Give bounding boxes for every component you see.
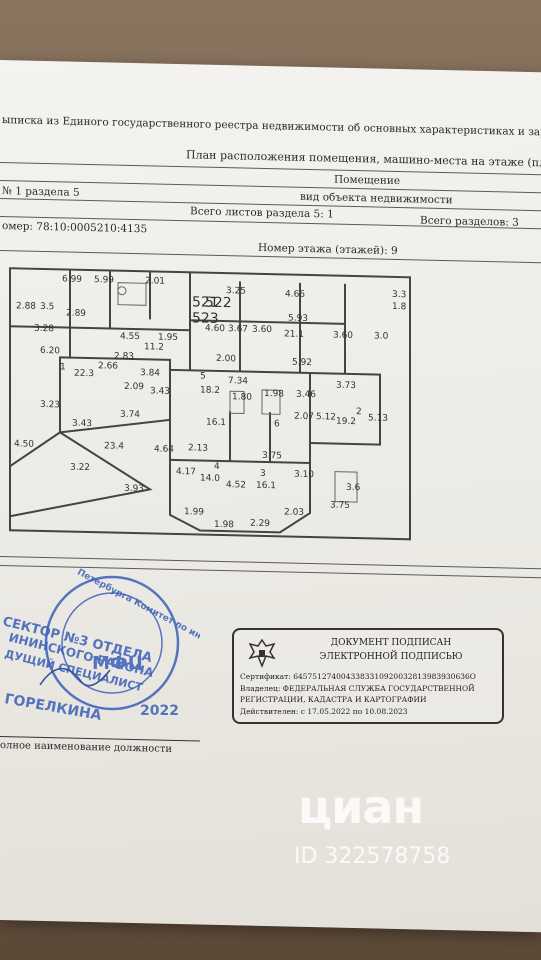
dim-1-98: 1.98	[264, 389, 284, 399]
dim-4-52: 4.52	[226, 480, 246, 490]
dim-18-2: 18.2	[200, 386, 220, 396]
document-sheet: ыписка из Единого государственного реест…	[0, 60, 541, 933]
dim-14-0: 14.0	[200, 474, 220, 484]
dim-22-3: 22.3	[74, 369, 94, 379]
stamp-center: МФЦ	[92, 653, 144, 674]
dim-6-20: 6.20	[40, 346, 60, 356]
dim-3-5: 3.5	[40, 302, 54, 312]
dim-3-60b: 3.60	[333, 331, 353, 341]
dim-3-10: 3.10	[294, 470, 314, 480]
dim-4-60: 4.60	[205, 324, 225, 334]
dim-4-17: 4.17	[176, 467, 196, 477]
esign-owner-1: Владелец: ФЕДЕРАЛЬНАЯ СЛУЖБА ГОСУДАРСТВЕ…	[240, 684, 475, 693]
dim-11-2: 11.2	[144, 342, 164, 352]
dim-3-23: 3.23	[40, 400, 60, 410]
dim-3-74: 3.74	[120, 410, 140, 420]
esign-certificate: Сертификат: 6457512740043383310920032813…	[240, 672, 476, 681]
room-5: 5	[200, 372, 206, 382]
esign-title-2: ЭЛЕКТРОННОЙ ПОДПИСЬЮ	[319, 652, 463, 662]
dim-6: 6	[274, 419, 280, 429]
dim-3-43b: 3.43	[72, 419, 92, 429]
listing-id: ID 322578758	[294, 844, 451, 869]
floor-number: Номер этажа (этажей): 9	[258, 241, 398, 258]
dim-3-3: 3.3	[392, 290, 406, 300]
dim-3-28: 3.28	[34, 324, 54, 334]
dim-2-66: 2.66	[98, 361, 118, 371]
dim-5-93: 5.93	[288, 314, 308, 324]
room-4: 4	[214, 462, 220, 472]
total-sheets: Всего листов раздела 5: 1	[190, 205, 334, 221]
esign-valid: Действителен: с 17.05.2022 по 10.08.2023	[240, 707, 408, 716]
dim-3-22: 3.22	[70, 463, 90, 473]
esign-title-1: ДОКУМЕНТ ПОДПИСАН	[330, 638, 452, 648]
dim-3-84: 3.84	[140, 368, 160, 378]
dim-5-99: 5.99	[94, 275, 114, 285]
room-1: 1	[60, 362, 66, 372]
dim-2-03: 2.03	[284, 507, 304, 517]
position-label: олное наименование должности	[0, 740, 173, 755]
dim-4-55: 4.55	[120, 332, 140, 342]
dim-2-88: 2.88	[16, 301, 36, 311]
room-label-521: 521	[192, 294, 219, 311]
dim-2-83: 2.83	[114, 352, 134, 362]
stamp-line-4: ГОРЕЛКИНА	[3, 691, 102, 724]
room-label-522: 522	[205, 295, 232, 312]
dim-1-8: 1.8	[392, 302, 407, 312]
dim-3-46: 3.46	[296, 390, 316, 400]
dim-3-6: 3.6	[346, 483, 361, 493]
signature-scribble	[39, 668, 111, 687]
stamp-date: 2022	[140, 703, 179, 719]
room-label-523: 523	[192, 310, 219, 327]
cian-watermark: циан ID 322578758	[290, 780, 510, 880]
dim-6-99: 6.99	[62, 274, 82, 284]
dim-1-98: 1.98	[214, 520, 234, 530]
dim-3-43: 3.43	[150, 386, 170, 396]
sheet-number: № 1 раздела 5	[2, 185, 80, 199]
registration-stamp: Петербурга Комитет по информ СЕКТОР №3 О…	[1, 567, 200, 724]
dim-19-2: 19.2	[336, 417, 356, 427]
object-label: Помещение	[334, 173, 401, 188]
eagle-emblem-icon	[248, 638, 276, 668]
dim-2-13: 2.13	[188, 443, 208, 453]
electronic-signature-box: ДОКУМЕНТ ПОДПИСАН ЭЛЕКТРОННОЙ ПОДПИСЬЮ С…	[232, 628, 504, 724]
dim-5-92: 5.92	[292, 358, 312, 368]
dim-3-93: 3.93	[124, 484, 144, 494]
dim-2-07: 2.07	[294, 412, 314, 422]
cadastral-number: омер: 78:10:0005210:4135	[2, 220, 148, 236]
dim-2-00: 2.00	[216, 354, 236, 364]
dim-3-67: 3.67	[228, 324, 248, 334]
room-2: 2	[356, 407, 362, 417]
dim-23-4: 23.4	[104, 441, 124, 451]
dim-2-29: 2.29	[250, 519, 270, 529]
dim-16-1b: 16.1	[256, 481, 276, 491]
rule-2	[0, 180, 541, 194]
floor-plan: 6.99 5.99 2.01 3.25 4.66 3.3 1.8 2.88 3.…	[9, 267, 411, 541]
dim-16-1: 16.1	[206, 418, 226, 428]
dim-3-75: 3.75	[262, 451, 282, 461]
dim-3-25: 3.25	[226, 286, 246, 296]
dim-2-09: 2.09	[124, 382, 144, 392]
dim-1-99: 1.99	[184, 507, 204, 517]
dim-7-34: 7.34	[228, 376, 248, 386]
esign-owner-2: РЕГИСТРАЦИИ, КАДАСТРА И КАРТОГРАФИИ	[240, 695, 427, 704]
dim-1-95: 1.95	[158, 333, 178, 343]
dim-2-89: 2.89	[66, 308, 86, 318]
dim-2-01: 2.01	[145, 276, 165, 286]
dim-3-73: 3.73	[336, 381, 356, 391]
room-3: 3	[260, 469, 266, 479]
dim-1-80: 1.80	[232, 392, 252, 402]
header-line: ыписка из Единого государственного реест…	[2, 114, 541, 140]
dim-4-66: 4.66	[285, 289, 305, 299]
dim-3-0: 3.0	[374, 331, 389, 341]
dim-5-13: 5.13	[368, 413, 388, 423]
dim-3-60: 3.60	[252, 325, 272, 335]
cian-logo: циан	[298, 780, 424, 834]
dim-5-12: 5.12	[316, 412, 336, 422]
dim-4-50: 4.50	[14, 439, 34, 449]
object-sublabel: вид объекта недвижимости	[300, 190, 453, 207]
dim-3-75b: 3.75	[330, 500, 350, 510]
dim-21-1: 21.1	[284, 329, 304, 339]
dim-4-64: 4.64	[154, 444, 174, 454]
